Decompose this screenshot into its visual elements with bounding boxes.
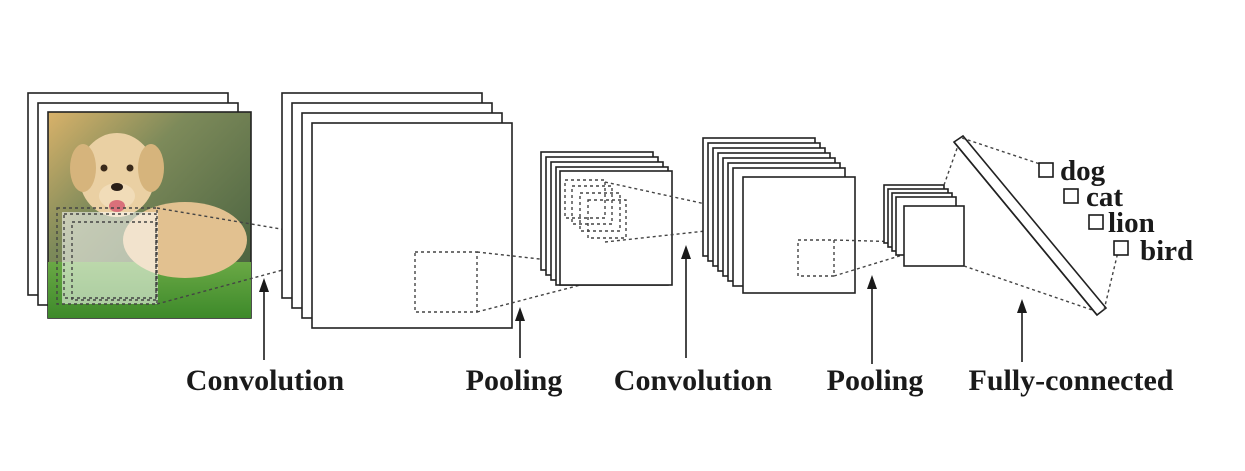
output-checkbox-icon [1088,214,1104,230]
label-fully-connected: Fully-connected [969,364,1174,397]
output-checkbox-icon [1038,162,1054,178]
pool1-feature-maps [540,151,673,286]
projection-fc-to-outputs [961,137,1119,311]
output-checkbox-icon [1063,188,1079,204]
label-convolution-1: Convolution [186,364,345,397]
pool2-feature-maps [883,184,965,267]
class-label-dog: dog [1060,155,1106,187]
conv2-feature-maps [702,137,856,294]
class-label-lion: lion [1108,207,1155,239]
label-pooling-1: Pooling [466,364,563,397]
fully-connected-layer [952,134,1108,317]
pointer-arrow-icon [1017,299,1027,362]
label-convolution-2: Convolution [614,364,773,397]
label-pooling-2: Pooling [827,364,924,397]
pointer-arrow-icon [259,278,269,360]
class-label-cat: cat [1086,181,1123,213]
class-label-bird: bird [1140,235,1193,267]
conv1-feature-maps [281,92,513,329]
output-checkbox-icon [1113,240,1129,256]
pointer-arrows [259,245,1027,364]
input-image-stack [27,92,252,319]
pointer-arrow-icon [867,275,877,364]
pointer-arrow-icon [515,307,525,358]
projection-pool2-to-fc [943,139,1099,313]
output-classes: dog cat lion bird [1038,155,1193,267]
stage-labels: Convolution Pooling Convolution Pooling … [186,364,1174,397]
dog-photo-icon [47,111,252,319]
pointer-arrow-icon [681,245,691,358]
